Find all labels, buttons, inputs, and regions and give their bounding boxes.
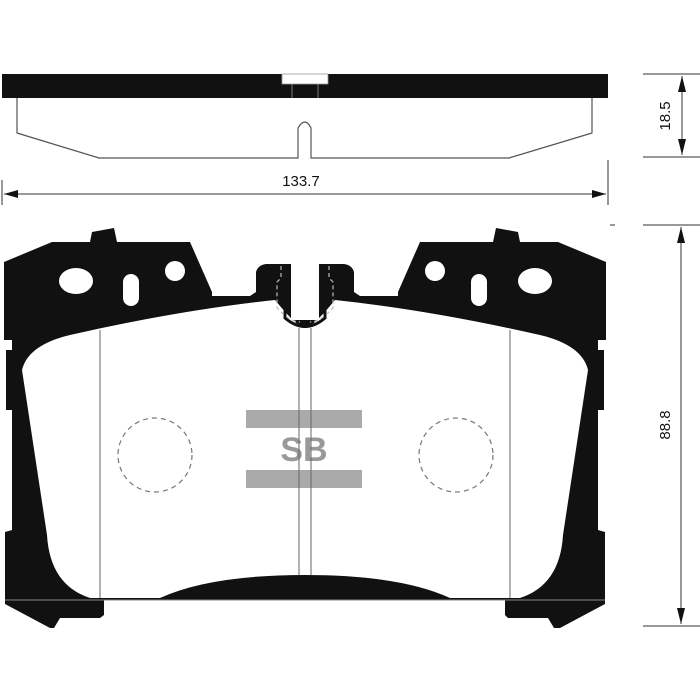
width-label: 133.7 bbox=[282, 173, 320, 190]
thickness-label: 18.5 bbox=[657, 101, 674, 130]
side-friction-outline bbox=[16, 98, 593, 159]
sb-logo: SB bbox=[246, 400, 362, 500]
logo-text: SB bbox=[280, 431, 327, 469]
side-view bbox=[2, 73, 608, 159]
friction-material bbox=[22, 300, 588, 598]
dimension-height: 88.8 bbox=[610, 224, 700, 627]
dimension-thickness: 18.5 bbox=[643, 73, 700, 158]
height-label: 88.8 bbox=[657, 410, 674, 439]
front-view: SB bbox=[4, 228, 606, 628]
piston-circle-right bbox=[418, 417, 494, 493]
mount-hole-left-small bbox=[165, 261, 185, 281]
mount-hole-right-small bbox=[425, 261, 445, 281]
mount-hole-left-large bbox=[59, 268, 93, 294]
dimension-width: 133.7 bbox=[1, 160, 609, 205]
mount-hole-right-large bbox=[518, 268, 552, 294]
mount-slot-left bbox=[123, 274, 139, 306]
mount-slot-right bbox=[471, 274, 487, 306]
piston-circle-left bbox=[117, 417, 193, 493]
